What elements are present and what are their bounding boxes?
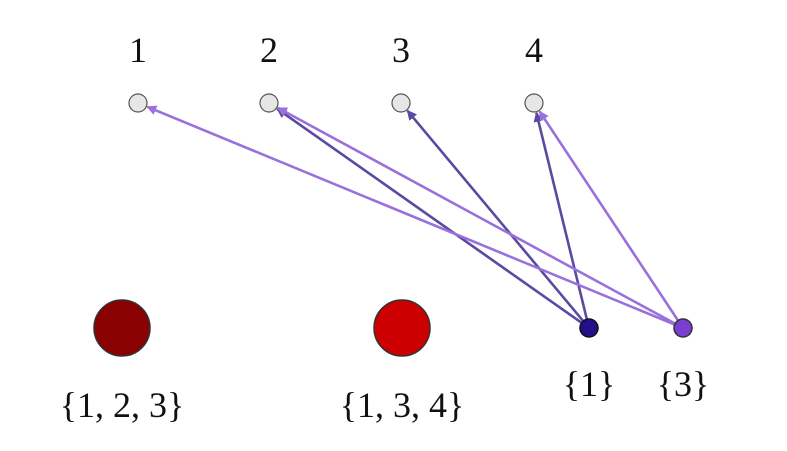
edge-singleton-3-to-1 — [146, 105, 676, 326]
set-label-3: {3} — [657, 364, 710, 404]
top-nodes — [128, 93, 544, 113]
set-label-1-3-4: {1, 3, 4} — [340, 385, 465, 425]
edge-singleton-3-to-2 — [276, 106, 676, 325]
set-node-3[interactable] — [673, 318, 693, 338]
element-label-3: 3 — [392, 30, 410, 70]
set-label-1-2-3: {1, 2, 3} — [60, 385, 185, 425]
set-node-1-3-4[interactable] — [373, 299, 431, 357]
edges-layer — [146, 105, 680, 326]
set-nodes — [93, 299, 693, 357]
set-node-1-2-3[interactable] — [93, 299, 151, 357]
element-label-1: 1 — [129, 30, 147, 70]
top-labels: 1 2 3 4 — [129, 30, 543, 70]
edge-singleton-1-to-3 — [406, 109, 585, 322]
element-label-2: 2 — [260, 30, 278, 70]
set-labels: {1, 2, 3} {1, 3, 4} {1} {3} — [60, 364, 710, 425]
element-node-2[interactable] — [259, 93, 279, 113]
element-node-4[interactable] — [524, 93, 544, 113]
element-node-3[interactable] — [391, 93, 411, 113]
set-node-1[interactable] — [579, 318, 599, 338]
edge-singleton-3-to-4 — [538, 110, 680, 322]
edge-singleton-1-to-2 — [276, 107, 583, 324]
element-node-1[interactable] — [128, 93, 148, 113]
element-label-4: 4 — [525, 30, 543, 70]
set-label-1: {1} — [563, 364, 616, 404]
